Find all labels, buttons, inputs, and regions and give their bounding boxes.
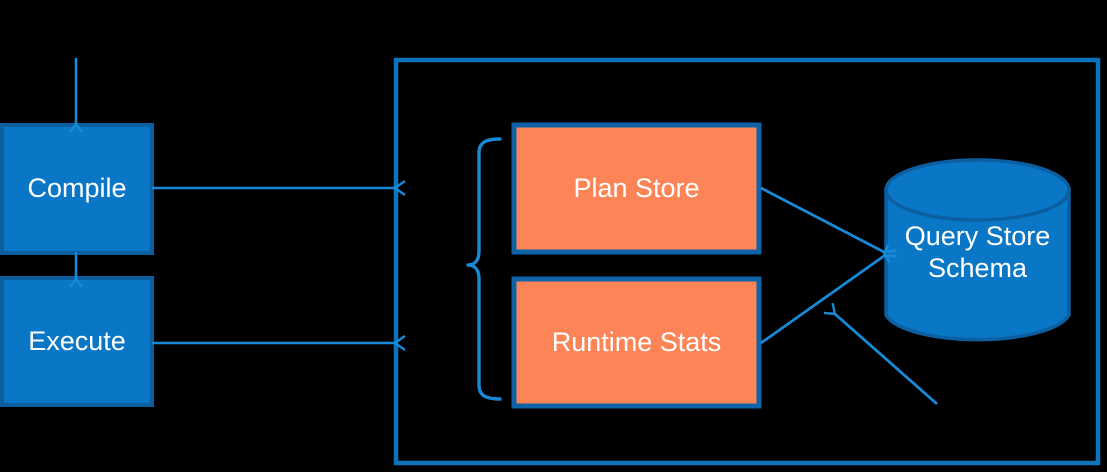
query-store-schema-node[interactable] (884, 158, 1071, 342)
external-to-schema-arrow (835, 314, 938, 406)
cylinder-top (884, 158, 1071, 222)
execute-node[interactable] (0, 276, 154, 407)
plan-store-box[interactable] (511, 122, 762, 255)
cylinder-body (884, 188, 1071, 342)
query-store-container (393, 57, 1101, 466)
runtime-stats-box[interactable] (511, 276, 762, 409)
execute-box[interactable] (0, 276, 154, 407)
plan-store-node[interactable] (511, 122, 762, 255)
compile-box[interactable] (0, 123, 154, 255)
runtime-stats-node[interactable] (511, 276, 762, 409)
runtime-stats-to-schema-arrow (760, 256, 884, 345)
plan-store-to-schema-arrow (760, 186, 884, 252)
compile-node[interactable] (0, 123, 154, 255)
grouping-brace-icon (466, 137, 502, 401)
